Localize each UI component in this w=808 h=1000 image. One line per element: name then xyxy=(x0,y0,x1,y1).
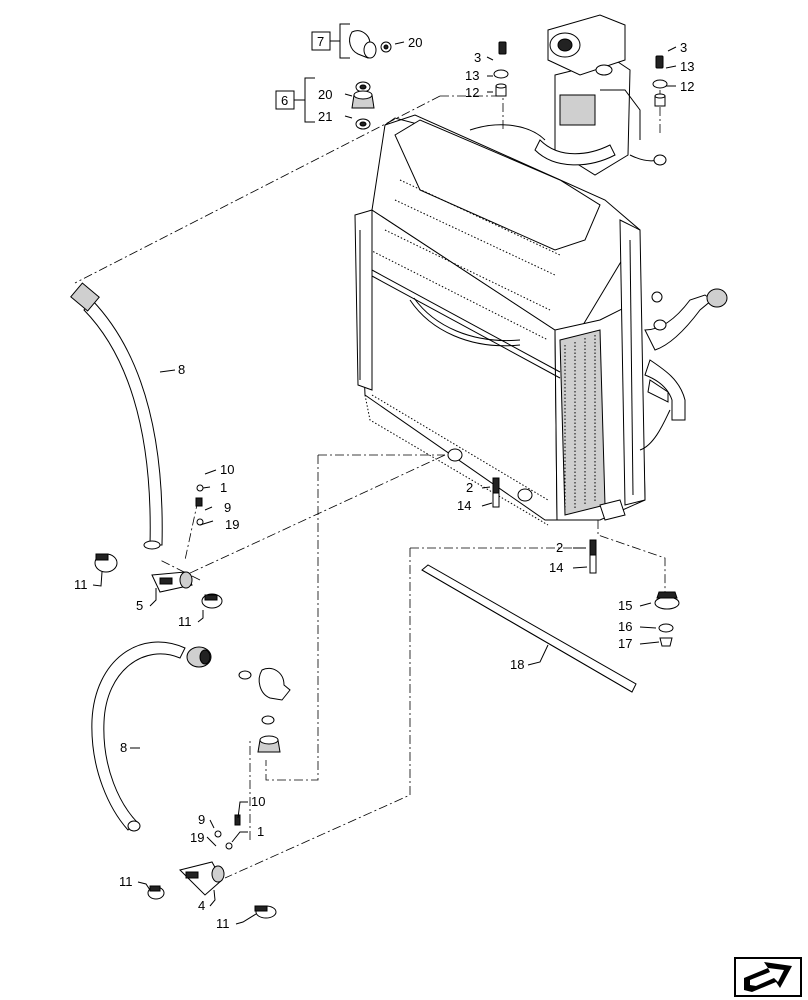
callout-13-center: 13 xyxy=(465,68,479,83)
callout-18: 18 xyxy=(510,657,524,672)
clamp-11-c xyxy=(147,885,165,900)
callout-19-upper: 19 xyxy=(225,517,239,532)
seal-strip-18 xyxy=(421,564,637,693)
callout-20-mid: 20 xyxy=(318,87,332,102)
callout-10-upper: 10 xyxy=(220,462,234,477)
callout-6: 6 xyxy=(281,93,288,108)
hardware-upper-center xyxy=(493,41,509,97)
hose-8-lower xyxy=(91,641,212,832)
next-page-arrow-icon[interactable] xyxy=(734,957,802,997)
callout-11-a: 11 xyxy=(74,577,88,592)
elbow-fitting-7 xyxy=(349,30,392,59)
callout-16: 16 xyxy=(618,619,632,634)
callout-1-lower: 1 xyxy=(257,824,264,839)
hardware-set-lower xyxy=(214,814,241,850)
callout-9-lower: 9 xyxy=(198,812,205,827)
hardware-bolt-2-14-b xyxy=(589,539,597,574)
expansion-tank xyxy=(547,14,641,176)
callout-1-upper: 1 xyxy=(220,480,227,495)
hardware-upper-right xyxy=(652,55,668,107)
callout-9-upper: 9 xyxy=(224,500,231,515)
leader-lines xyxy=(92,41,677,925)
elbow-fitting-lower xyxy=(238,667,291,753)
callout-7: 7 xyxy=(317,34,324,49)
adapter-fitting-6 xyxy=(351,81,375,130)
callout-8-upper: 8 xyxy=(178,362,185,377)
radiator-assembly xyxy=(354,14,728,526)
hardware-bolt-2-14-a xyxy=(492,477,500,508)
callout-4: 4 xyxy=(198,898,205,913)
clamp-11-a xyxy=(94,553,118,573)
tee-fitting-5 xyxy=(151,571,193,593)
callout-13-right: 13 xyxy=(680,59,694,74)
callout-3-center: 3 xyxy=(474,50,481,65)
bracket-callouts-box xyxy=(275,23,350,123)
callout-20-top: 20 xyxy=(408,35,422,50)
mount-15-16-17 xyxy=(654,591,680,647)
clamp-11-b xyxy=(201,593,223,609)
clamp-11-d xyxy=(254,905,277,919)
callout-2-a: 2 xyxy=(466,480,473,495)
hardware-set-upper xyxy=(195,484,204,526)
callout-11-c: 11 xyxy=(119,874,133,889)
callout-15: 15 xyxy=(618,598,632,613)
tee-fitting-4 xyxy=(179,861,225,896)
callout-5: 5 xyxy=(136,598,143,613)
callout-21: 21 xyxy=(318,109,332,124)
callout-11-d: 11 xyxy=(216,916,230,931)
callout-labels: 7 6 20 20 21 3 13 12 3 13 12 8 10 1 9 19… xyxy=(74,34,694,931)
callout-11-b: 11 xyxy=(178,614,192,629)
callout-2-b: 2 xyxy=(556,540,563,555)
callout-8-lower: 8 xyxy=(120,740,127,755)
callout-14-b: 14 xyxy=(549,560,563,575)
callout-17: 17 xyxy=(618,636,632,651)
callout-14-a: 14 xyxy=(457,498,471,513)
callout-10-lower: 10 xyxy=(251,794,265,809)
hose-8-upper xyxy=(70,282,163,550)
callout-19-lower: 19 xyxy=(190,830,204,845)
callout-12-right: 12 xyxy=(680,79,694,94)
callout-3-right: 3 xyxy=(680,40,687,55)
callout-12-center: 12 xyxy=(465,85,479,100)
